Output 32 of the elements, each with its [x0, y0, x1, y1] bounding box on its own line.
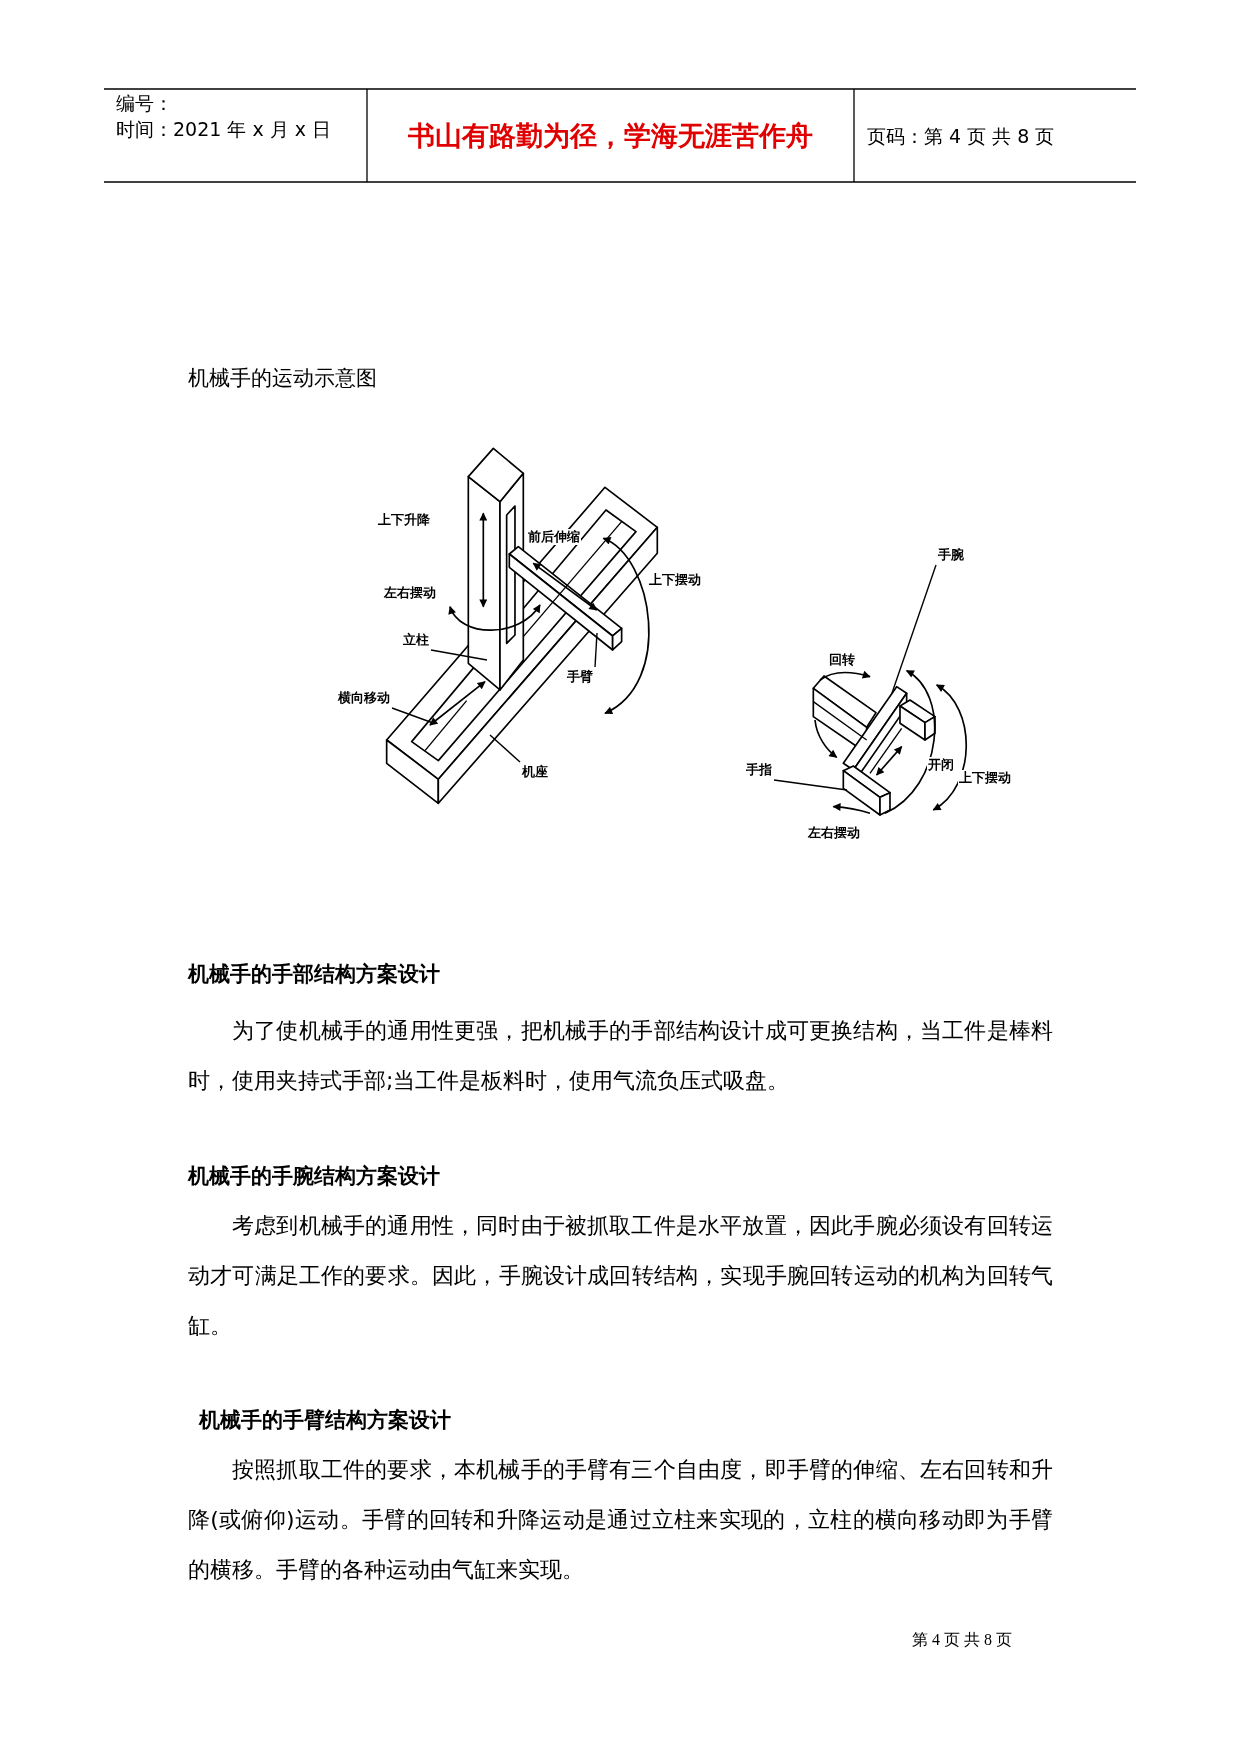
body-paragraph: 为了使机械手的通用性更强，把机械手的手部结构设计成可更换结构，当工件是棒料时，使用夹持式手部;当工件是板料时，使用气流负压式吸盘。 — [188, 1017, 1053, 1095]
leader-line — [891, 564, 937, 694]
leader-line — [489, 734, 521, 763]
leader-line — [391, 707, 434, 724]
part-label: 立柱 — [403, 632, 429, 648]
motion-label: 左右摆动 — [383, 585, 437, 601]
part-label: 横向移动 — [338, 690, 390, 706]
page-footer: 第 4 页 共 8 页 — [912, 1630, 1012, 1650]
motion-label: 开闭 — [927, 757, 955, 773]
section-heading: 机械手的手腕结构方案设计 — [188, 1164, 440, 1190]
motion-label: 前后伸缩 — [527, 529, 581, 545]
motion-label: 左右摆动 — [807, 825, 861, 841]
part-label: 手指 — [746, 762, 772, 778]
header-slogan: 书山有路勤为径，学海无涯苦作舟 — [407, 120, 814, 153]
leader-line — [773, 779, 848, 791]
leader-line — [594, 632, 598, 668]
section-heading: 机械手的手臂结构方案设计 — [199, 1408, 451, 1434]
form-field-label: 编号： — [116, 92, 173, 115]
figure-title: 机械手的运动示意图 — [188, 366, 377, 392]
motion-label: 上下升降 — [377, 512, 431, 528]
part-label: 机座 — [522, 764, 548, 780]
page-number-text: 页码：第 4 页 共 8 页 — [867, 125, 1055, 148]
motion-label: 上下摆动 — [648, 572, 702, 588]
part-label: 手臂 — [567, 669, 593, 685]
section-heading: 机械手的手部结构方案设计 — [188, 962, 440, 988]
motion-label: 回转 — [828, 652, 856, 668]
body-paragraph: 按照抓取工件的要求，本机械手的手臂有三个自由度，即手臂的伸缩、左右回转和升降(或俯仰)运动。手臂的回转和升降运动是通过立柱来实现的，立柱的横向移动即为手臂的横移。手臂的各种运动由气缸来实现。 — [188, 1456, 1053, 1584]
body-paragraph: 考虑到机械手的通用性，同时由于被抓取工件是水平放置，因此手腕必须设有回转运动才可满足工作的要求。因此，手腕设计成回转结构，实现手腕回转运动的机构为回转气缸。 — [188, 1212, 1053, 1340]
date-text: 时间：2021 年 x 月 x 日 — [116, 118, 332, 141]
leader-line — [430, 649, 488, 661]
motion-label: 上下摆动 — [958, 770, 1012, 786]
part-label: 手腕 — [938, 547, 964, 563]
